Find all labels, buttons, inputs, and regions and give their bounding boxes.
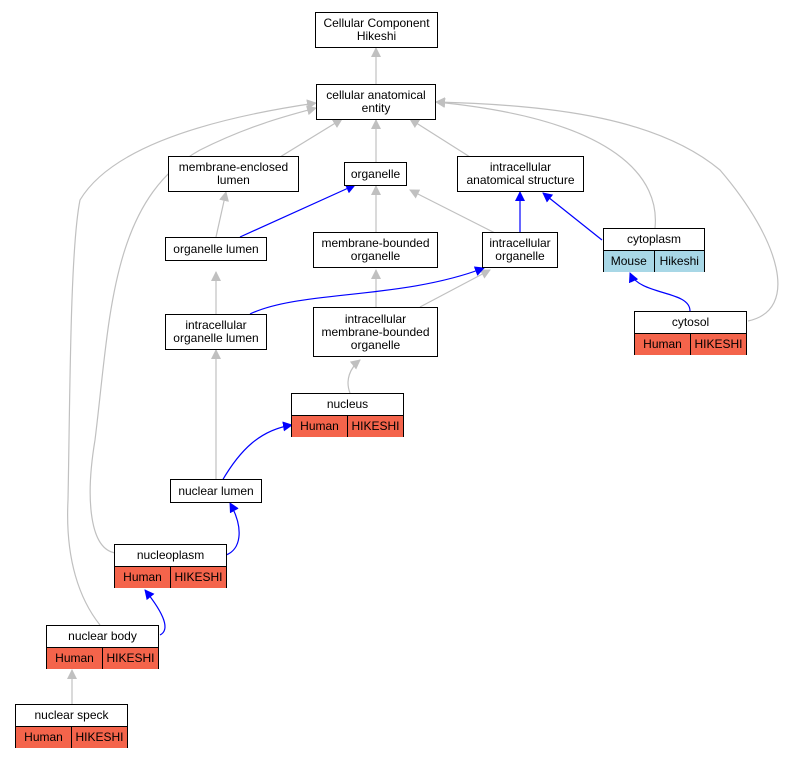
edge-nb-np bbox=[144, 589, 166, 636]
edge-np-cae bbox=[89, 105, 317, 554]
species-label: Human bbox=[115, 567, 170, 588]
gene-label: HIKESHI bbox=[170, 567, 226, 588]
gene-label: HIKESHI bbox=[102, 648, 158, 669]
node-label: Cellular Component Hikeshi bbox=[323, 16, 430, 43]
node-organelle[interactable]: organelle bbox=[344, 162, 407, 186]
node-intracellular-organelle-lumen[interactable]: intracellular organelle lumen bbox=[165, 314, 267, 350]
node-label: cytoplasm bbox=[626, 232, 682, 246]
node-label: organelle lumen bbox=[173, 241, 259, 256]
node-label: intracellular membrane-bounded organelle bbox=[321, 311, 430, 352]
annotation-row: Human HIKESHI bbox=[635, 333, 746, 355]
annotation-row: Human HIKESHI bbox=[292, 415, 403, 437]
annotation-row: Human HIKESHI bbox=[16, 726, 127, 748]
gene-label: HIKESHI bbox=[71, 727, 127, 748]
edge-ias-cae bbox=[409, 118, 471, 158]
gene-label: Hikeshi bbox=[653, 251, 704, 272]
node-membrane-bounded-organelle[interactable]: membrane-bounded organelle bbox=[313, 232, 438, 268]
node-nucleoplasm[interactable]: nucleoplasm Human HIKESHI bbox=[114, 544, 227, 588]
node-cytosol[interactable]: cytosol Human HIKESHI bbox=[634, 311, 747, 355]
edge-mel-cae bbox=[279, 118, 343, 158]
edge-imbo-io bbox=[419, 269, 491, 308]
annotation-row: Mouse Hikeshi bbox=[604, 250, 704, 272]
species-label: Human bbox=[47, 648, 102, 669]
edge-nb-cae bbox=[67, 99, 317, 626]
edge-orgl-mel bbox=[215, 191, 229, 238]
gene-label: HIKESHI bbox=[347, 416, 403, 437]
node-label: nucleus bbox=[326, 397, 369, 411]
node-nuclear-lumen[interactable]: nuclear lumen bbox=[170, 479, 262, 503]
node-label: intracellular organelle lumen bbox=[173, 318, 259, 345]
node-label: cytosol bbox=[671, 315, 710, 329]
annotation-row: Human HIKESHI bbox=[47, 647, 158, 669]
node-label: nuclear lumen bbox=[178, 483, 254, 498]
edge-cyto-ias bbox=[542, 192, 603, 241]
node-membrane-enclosed-lumen[interactable]: membrane-enclosed lumen bbox=[168, 156, 299, 192]
edge-np-nl bbox=[225, 502, 240, 556]
edge-iol-io bbox=[249, 266, 485, 315]
node-root[interactable]: Cellular Component Hikeshi bbox=[315, 12, 438, 48]
node-cellular-anatomical-entity[interactable]: cellular anatomical entity bbox=[316, 84, 436, 120]
node-label: intracellular anatomical structure bbox=[466, 160, 575, 187]
edge-cytosol-cyto bbox=[629, 272, 691, 312]
node-nuclear-speck[interactable]: nuclear speck Human HIKESHI bbox=[15, 704, 128, 748]
node-intracellular-anatomical-structure[interactable]: intracellular anatomical structure bbox=[457, 156, 584, 192]
node-label: nuclear body bbox=[68, 629, 137, 643]
node-label: organelle bbox=[350, 166, 401, 181]
node-intracellular-organelle[interactable]: intracellular organelle bbox=[482, 232, 558, 268]
node-cytoplasm[interactable]: cytoplasm Mouse Hikeshi bbox=[603, 228, 705, 272]
node-intracellular-membrane-bounded-organelle[interactable]: intracellular membrane-bounded organelle bbox=[313, 307, 438, 357]
edge-cyto-cae bbox=[435, 97, 656, 229]
node-nucleus[interactable]: nucleus Human HIKESHI bbox=[291, 393, 404, 437]
gene-label: HIKESHI bbox=[690, 334, 746, 355]
edge-orgl-org bbox=[239, 184, 356, 238]
edge-io-org bbox=[409, 189, 496, 234]
species-label: Mouse bbox=[604, 251, 654, 272]
node-organelle-lumen[interactable]: organelle lumen bbox=[165, 237, 267, 261]
node-nuclear-body[interactable]: nuclear body Human HIKESHI bbox=[46, 625, 159, 669]
annotation-row: Human HIKESHI bbox=[115, 566, 226, 588]
node-label: nucleoplasm bbox=[136, 548, 205, 562]
node-label: membrane-enclosed lumen bbox=[178, 160, 289, 187]
node-label: membrane-bounded organelle bbox=[321, 236, 430, 263]
edge-cytosol-cae bbox=[435, 97, 779, 322]
edge-nuc-imbo bbox=[347, 359, 361, 394]
node-label: intracellular organelle bbox=[489, 236, 551, 263]
edge-nl-nuc bbox=[221, 421, 293, 482]
species-label: Human bbox=[16, 727, 71, 748]
node-label: cellular anatomical entity bbox=[326, 88, 426, 115]
species-label: Human bbox=[635, 334, 690, 355]
node-label: nuclear speck bbox=[34, 708, 109, 722]
species-label: Human bbox=[292, 416, 347, 437]
